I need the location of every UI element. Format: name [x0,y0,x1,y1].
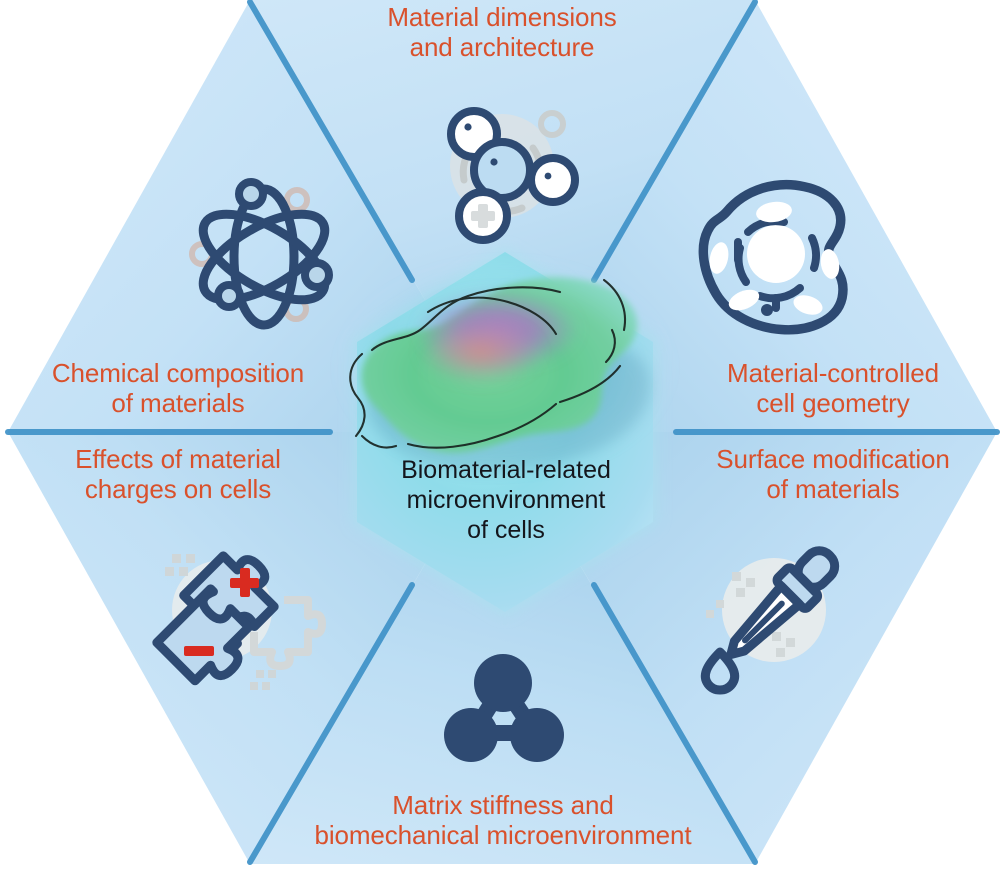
cell-organelles [709,201,840,315]
cell-dot [761,304,773,316]
divider-upper-right [591,0,758,283]
triangle-node-left [444,708,498,762]
center-label: Biomaterial-related microenvironment of … [401,456,611,544]
cell-illustration-icon [337,260,673,476]
molecule-dot-a [464,123,472,131]
pipette-droplet [700,647,740,695]
triangle-node-right [510,708,564,762]
atom-icon [189,178,333,330]
molecule-atom-right [527,154,579,206]
cell-nucleus-arcs [734,217,820,312]
triangle-nodes-icon [444,654,564,762]
puzzle-minus-charge [184,646,214,656]
puzzle-plus-charge [230,568,259,597]
divider-lower-right [591,582,758,865]
puzzle-charges-icon [152,551,326,690]
divider-lower-left [247,582,415,865]
pipette-dropper-icon [700,546,840,695]
cell-outline-icon [698,179,848,335]
molecule-dot-c [544,172,552,180]
sector-bottom [250,432,755,864]
molecule-plus-sign [471,204,495,228]
puzzle-piece-negative [152,584,254,686]
pipette-sparkles [706,572,795,657]
cell-membrane-outline [698,179,848,335]
molecule-backdrop-ring [538,110,566,138]
molecule-dot-b [490,158,498,166]
divider-upper-left [247,0,415,283]
cell-nucleus-warm [418,320,542,384]
cell-nucleus-circle [747,225,805,283]
puzzle-sparkle-top [165,554,195,576]
puzzle-sparkle-bottom [250,670,276,690]
triangle-node-top [474,654,532,712]
sector-divider-lines [5,0,1000,865]
cell-outline-strokes [349,278,626,449]
pipette-fluid-line [742,600,785,644]
puzzle-ghost-piece [250,596,326,670]
molecule-icon [447,107,579,244]
atom-electrons [214,178,333,311]
